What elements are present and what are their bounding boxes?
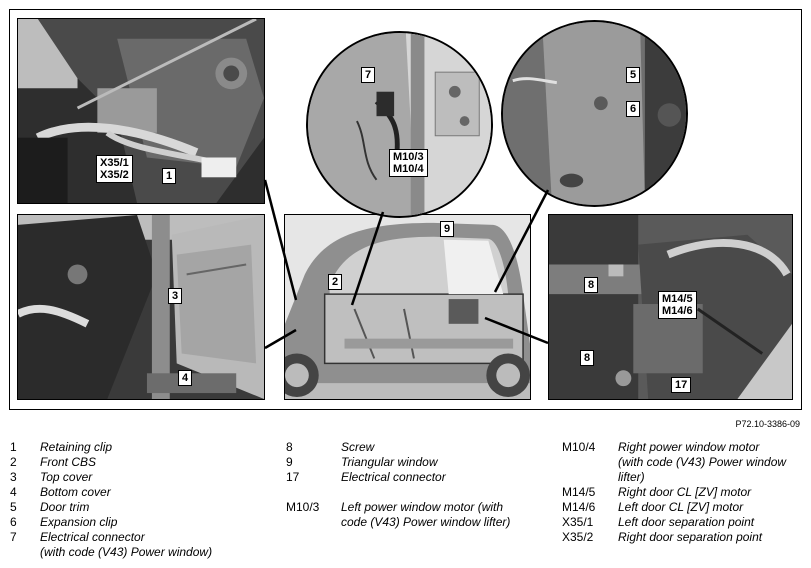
legend-text: Electrical connector (with code (V43) Po…	[40, 530, 213, 559]
legend-text: Right door CL [ZV] motor	[618, 485, 752, 499]
legend-key: 8	[286, 440, 293, 454]
legend-key: 3	[10, 470, 17, 484]
legend-text: Retaining clip	[40, 440, 113, 454]
legend-row: 4 Bottom cover	[10, 485, 270, 500]
legend-text: Bottom cover	[40, 485, 111, 499]
callout-8-top: 8	[584, 277, 599, 293]
legend-text: Right door separation point	[618, 530, 763, 544]
legend-row: 8 Screw	[286, 440, 546, 455]
callout-7: 7	[361, 67, 376, 83]
detail-circle-left	[306, 31, 493, 218]
callout-6: 6	[626, 101, 641, 117]
legend-row: 7 Electrical connector (with code (V43) P…	[10, 530, 270, 560]
legend-row: X35/1 Left door separation point	[562, 515, 807, 530]
callout-x35: X35/1 X35/2	[96, 155, 133, 183]
legend-text: Left power window motor (with code (V43)…	[341, 500, 511, 529]
detail-circle-right	[501, 20, 688, 207]
legend-key	[286, 485, 341, 500]
legend-key: X35/1	[562, 515, 594, 529]
legend-text: Front CBS	[40, 455, 97, 469]
legend-column-2: 8 Screw 9 Triangular window 17 Electrical con…	[286, 440, 546, 530]
callout-1: 1	[162, 168, 177, 184]
callout-5: 5	[626, 67, 641, 83]
photo-top-left	[17, 18, 265, 204]
legend-text: Right power window motor (with code (V43…	[618, 440, 787, 484]
legend-text: Left door CL [ZV] motor	[618, 500, 744, 514]
legend-row: 2 Front CBS	[10, 455, 270, 470]
legend-text: Expansion clip	[40, 515, 118, 529]
legend-row: 1 Retaining clip	[10, 440, 270, 455]
legend-column-3: M10/4 Right power window motor (with code…	[562, 440, 807, 545]
legend-text: Triangular window	[341, 455, 438, 469]
callout-17: 17	[671, 377, 692, 393]
legend-key: M14/6	[562, 500, 596, 514]
legend-key: X35/2	[562, 530, 594, 544]
legend-key: 4	[10, 485, 17, 499]
callout-2: 2	[328, 274, 343, 290]
callout-3: 3	[168, 288, 183, 304]
legend-row: 9 Triangular window	[286, 455, 546, 470]
legend-row: X35/2 Right door separation point	[562, 530, 807, 545]
legend-key: M14/5	[562, 485, 596, 499]
legend-text: Electrical connector	[341, 470, 446, 484]
callout-8-bottom: 8	[580, 350, 595, 366]
legend-key: 17	[286, 470, 300, 484]
legend-column-1: 1 Retaining clip 2 Front CBS 3 Top cover 4 Bott…	[10, 440, 270, 560]
photo-middle-left	[17, 214, 265, 400]
legend-key: 1	[10, 440, 17, 454]
photo-car	[284, 214, 531, 400]
legend-text: Door trim	[40, 500, 90, 514]
legend-row: 5 Door trim	[10, 500, 270, 515]
legend-text: Left door separation point	[618, 515, 755, 529]
legend-key: 6	[10, 515, 17, 529]
legend-key: 7	[10, 530, 17, 544]
figure-reference: P72.10-3386-09	[735, 419, 800, 429]
legend-row: M14/6 Left door CL [ZV] motor	[562, 500, 807, 515]
photo-right	[548, 214, 793, 400]
legend-row: 17 Electrical connector	[286, 470, 546, 485]
legend-row: 6 Expansion clip	[10, 515, 270, 530]
legend-key: 2	[10, 455, 17, 469]
callout-m10: M10/3 M10/4	[389, 149, 428, 177]
legend-key: M10/4	[562, 440, 596, 454]
legend-row: M10/4 Right power window motor (with code…	[562, 440, 807, 485]
legend-row: 3 Top cover	[10, 470, 270, 485]
legend-row: M14/5 Right door CL [ZV] motor	[562, 485, 807, 500]
callout-m14: M14/5 M14/6	[658, 291, 697, 319]
legend-key: M10/3	[286, 500, 320, 514]
callout-9: 9	[440, 221, 455, 237]
callout-4: 4	[178, 370, 193, 386]
legend-key: 9	[286, 455, 293, 469]
legend-text: Screw	[341, 440, 375, 454]
legend-key: 5	[10, 500, 17, 514]
legend-row	[286, 485, 546, 500]
legend-row: M10/3 Left power window motor (with code …	[286, 500, 546, 530]
legend-text: Top cover	[40, 470, 93, 484]
